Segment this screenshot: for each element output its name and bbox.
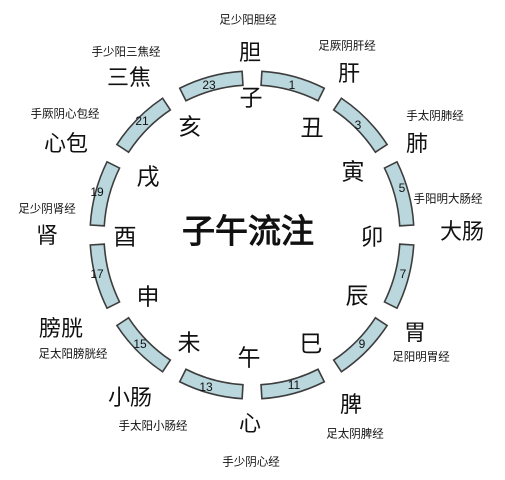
meridian-label: 足厥阴肝经 xyxy=(318,39,376,53)
organ-label: 胆 xyxy=(239,41,261,66)
hour-label: 11 xyxy=(288,378,301,392)
hour-label: 13 xyxy=(199,380,213,394)
hour-label: 17 xyxy=(90,267,104,281)
hour-label: 1 xyxy=(289,78,296,92)
branch-label: 申 xyxy=(137,285,160,311)
diagram-title: 子午流注 xyxy=(182,212,314,251)
organ-label: 心包 xyxy=(44,132,88,157)
hour-label: 19 xyxy=(90,185,104,199)
branch-label: 戌 xyxy=(137,165,160,191)
meridian-label: 足少阳胆经 xyxy=(219,13,277,27)
meridian-label: 足太阳膀胱经 xyxy=(39,347,108,361)
organ-label: 肾 xyxy=(36,224,58,249)
ring-segments xyxy=(89,70,415,400)
ring-segment xyxy=(178,368,244,400)
hour-label: 15 xyxy=(133,337,147,351)
hour-label: 21 xyxy=(135,114,149,128)
hour-label: 23 xyxy=(202,78,216,92)
ring-segment xyxy=(115,316,172,373)
organ-label: 胃 xyxy=(404,321,426,346)
organ-label: 肝 xyxy=(338,62,360,87)
branch-label: 酉 xyxy=(114,225,137,251)
hour-label: 7 xyxy=(400,267,407,281)
organ-label: 脾 xyxy=(340,393,362,418)
ring-segment xyxy=(260,368,326,400)
organ-label: 三焦 xyxy=(107,66,151,91)
branch-label: 卯 xyxy=(361,225,384,251)
branch-label: 寅 xyxy=(342,160,365,186)
meridian-label: 手少阴心经 xyxy=(222,455,280,469)
meridian-label: 手少阳三焦经 xyxy=(92,45,161,59)
organ-label: 小肠 xyxy=(108,386,152,411)
ring-segment xyxy=(332,316,389,373)
ring-segment xyxy=(115,97,172,154)
ring-segment xyxy=(89,160,121,227)
ring-segment xyxy=(178,70,244,102)
branch-label: 巳 xyxy=(300,332,323,358)
branch-label: 子 xyxy=(240,86,263,112)
ring-segment xyxy=(332,97,389,154)
meridian-label: 手厥阴心包经 xyxy=(31,107,100,121)
ring-segment xyxy=(383,243,415,310)
branch-label: 辰 xyxy=(346,284,369,310)
meridian-label: 足太阴脾经 xyxy=(326,427,384,441)
ring-segment xyxy=(383,160,415,227)
meridian-label: 手太阴肺经 xyxy=(406,109,464,123)
organ-label: 心 xyxy=(239,412,261,437)
organ-label: 膀胱 xyxy=(39,317,83,342)
hour-label: 9 xyxy=(359,337,366,351)
meridian-label: 手太阳小肠经 xyxy=(119,419,188,433)
branch-label: 午 xyxy=(238,346,261,372)
hour-label: 5 xyxy=(399,181,406,195)
meridian-label: 足阳明胃经 xyxy=(392,350,450,364)
ring-segment xyxy=(89,243,121,310)
organ-label: 大肠 xyxy=(440,220,484,245)
branch-label: 丑 xyxy=(301,116,324,142)
meridian-label: 手阳明大肠经 xyxy=(414,192,483,206)
meridian-label: 足少阴肾经 xyxy=(18,202,76,216)
hour-label: 3 xyxy=(355,118,362,132)
branch-label: 未 xyxy=(178,331,201,357)
branch-label: 亥 xyxy=(179,115,202,141)
organ-label: 肺 xyxy=(406,132,428,157)
ring-segment xyxy=(260,70,326,102)
